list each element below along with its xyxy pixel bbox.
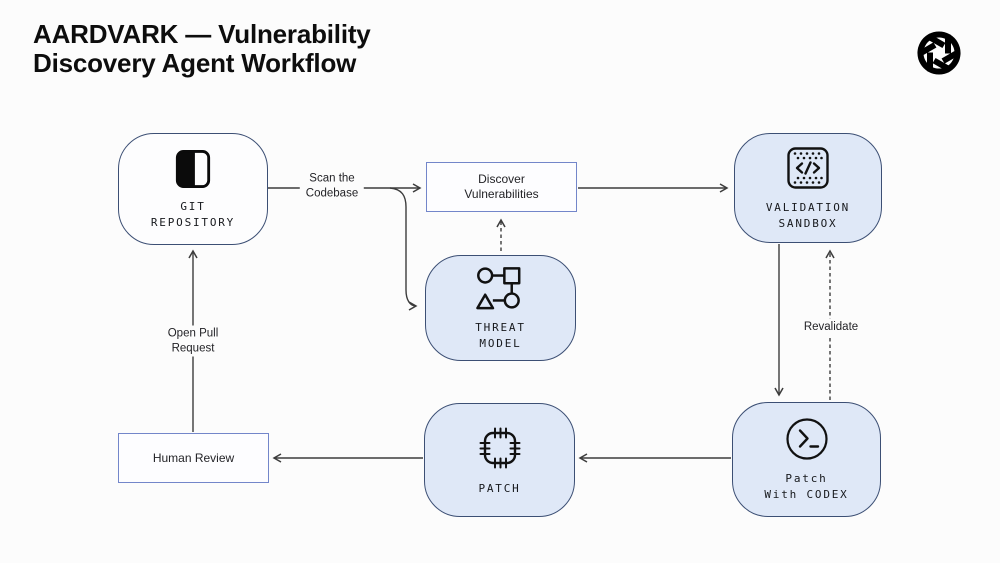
node-validation-sandbox-label: VALIDATION SANDBOX bbox=[765, 200, 851, 230]
node-git-repository-label: GIT REPOSITORY bbox=[150, 199, 236, 229]
node-git-repository: GIT REPOSITORY bbox=[118, 133, 268, 245]
node-patch-with-codex-label: Patch With CODEX bbox=[764, 472, 849, 501]
node-threat-model: THREAT MODEL bbox=[425, 255, 576, 361]
terminal-icon bbox=[785, 418, 828, 460]
edge-label-scan-codebase: Scan the Codebase bbox=[299, 170, 365, 202]
box-discover-vulnerabilities: Discover Vulnerabilities bbox=[426, 162, 577, 212]
box-discover-vulnerabilities-label: Discover Vulnerabilities bbox=[464, 172, 539, 201]
node-validation-sandbox: VALIDATION SANDBOX bbox=[734, 133, 882, 243]
repository-icon bbox=[175, 149, 211, 188]
node-patch-label: PATCH bbox=[478, 481, 521, 495]
patch-stitch-icon bbox=[479, 427, 520, 468]
arrow-branch-to-threat-model bbox=[389, 187, 418, 311]
node-patch: PATCH bbox=[424, 403, 575, 517]
box-human-review-label: Human Review bbox=[152, 450, 235, 465]
node-threat-model-label: THREAT MODEL bbox=[475, 320, 526, 350]
box-human-review: Human Review bbox=[118, 433, 269, 483]
node-patch-with-codex: Patch With CODEX bbox=[732, 402, 881, 517]
code-sandbox-icon bbox=[787, 146, 829, 189]
edge-label-revalidate: Revalidate bbox=[797, 318, 865, 336]
openai-logo bbox=[917, 31, 961, 75]
threat-graph-icon bbox=[475, 266, 520, 309]
edge-label-open-pull-request: Open Pull Request bbox=[161, 325, 225, 357]
page-title: AARDVARK — Vulnerability Discovery Agent… bbox=[33, 19, 371, 78]
